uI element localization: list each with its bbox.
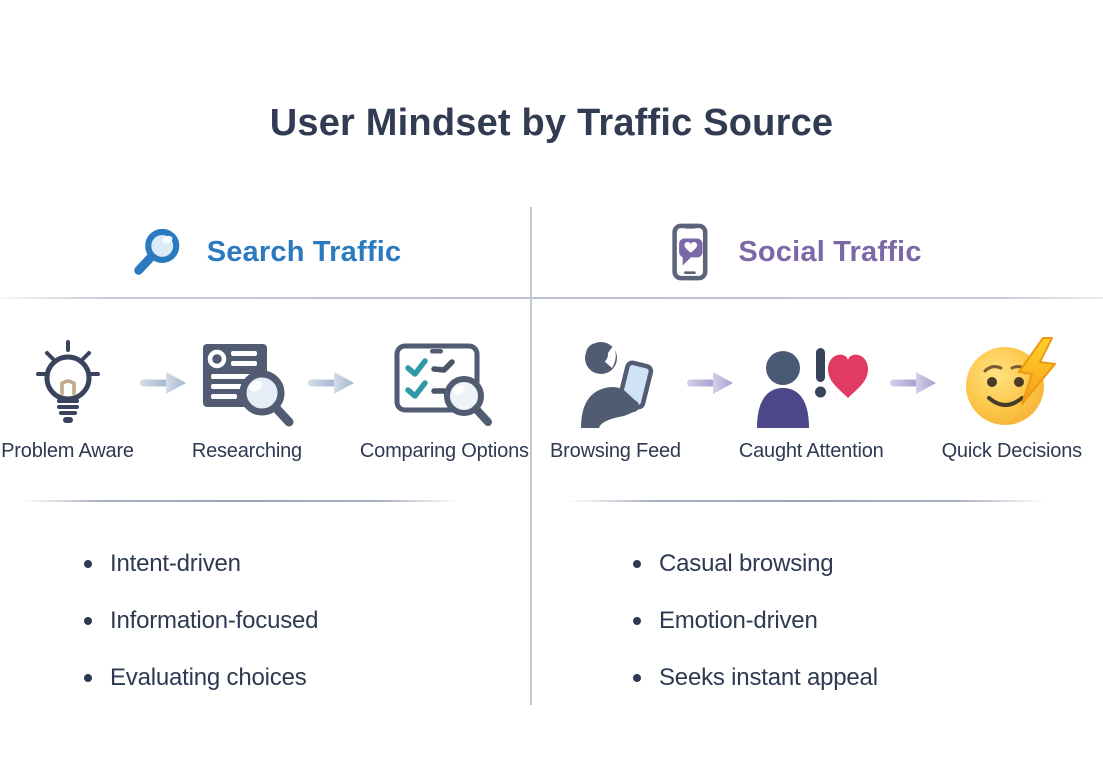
bullet-text: Casual browsing: [659, 550, 834, 577]
phone-heart-icon: [662, 222, 716, 282]
magnifier-icon: [129, 224, 185, 280]
stage-label: Browsing Feed: [550, 440, 681, 462]
stage-comparing-options: Comparing Options: [360, 336, 529, 463]
bullet-icon: [633, 617, 641, 625]
bullet-icon: [84, 674, 92, 682]
list-item: Casual browsing: [633, 545, 878, 583]
stage-label: Problem Aware: [1, 440, 134, 462]
social-traffic-header: Social Traffic: [531, 207, 1053, 297]
stage-label: Comparing Options: [359, 440, 529, 462]
social-mindset-list: Casual browsing Emotion-driven Seeks ins…: [633, 545, 878, 716]
search-mindset-list: Intent-driven Information-focused Evalua…: [84, 545, 319, 716]
page-title: User Mindset by Traffic Source: [269, 102, 834, 144]
stage-researching: Researching: [192, 336, 302, 463]
bullet-text: Evaluating choices: [110, 664, 307, 691]
document-magnifier-icon: [199, 336, 295, 428]
stage-label: Caught Attention: [738, 440, 884, 462]
header-divider-line: [0, 297, 1103, 299]
bullet-text: Emotion-driven: [659, 607, 818, 634]
list-item: Emotion-driven: [633, 602, 878, 640]
person-phone-icon: [567, 336, 663, 428]
list-item: Evaluating choices: [84, 659, 318, 697]
list-item: Seeks instant appeal: [633, 659, 878, 697]
social-traffic-title: Social Traffic: [738, 235, 922, 268]
bullet-text: Intent-driven: [110, 550, 241, 577]
checklist-magnifier-icon: [392, 336, 496, 428]
stage-quick-decisions: Quick Decisions: [942, 336, 1082, 463]
stage-browsing-feed: Browsing Feed: [550, 336, 681, 463]
person-alert-heart-icon: [753, 336, 869, 428]
list-item: Information-focused: [84, 602, 319, 640]
stage-caught-attention: Caught Attention: [739, 336, 884, 463]
stage-label: Quick Decisions: [941, 440, 1083, 462]
list-item: Intent-driven: [84, 545, 318, 583]
bullet-icon: [633, 560, 641, 568]
stage-problem-aware: Problem Aware: [1, 336, 134, 463]
search-section-divider: [22, 500, 458, 502]
social-stage-flow: Browsing Feed Caught Att: [536, 336, 1096, 463]
bullet-icon: [84, 617, 92, 625]
bullet-icon: [633, 674, 641, 682]
arrow-right-icon: [307, 370, 354, 396]
stage-label: Researching: [191, 440, 302, 462]
search-traffic-header: Search Traffic: [0, 207, 530, 297]
bullet-text: Seeks instant appeal: [659, 664, 878, 691]
bullet-icon: [84, 560, 92, 568]
arrow-right-icon: [139, 370, 186, 396]
social-section-divider: [567, 500, 1045, 502]
search-traffic-title: Search Traffic: [206, 235, 402, 268]
column-divider-line: [530, 207, 532, 705]
lightbulb-icon: [32, 336, 104, 428]
arrow-right-icon: [889, 370, 936, 396]
search-stage-flow: Problem Aware: [0, 336, 530, 463]
smiley-lightning-icon: [963, 336, 1061, 428]
arrow-right-icon: [686, 370, 733, 396]
bullet-text: Information-focused: [110, 607, 319, 634]
